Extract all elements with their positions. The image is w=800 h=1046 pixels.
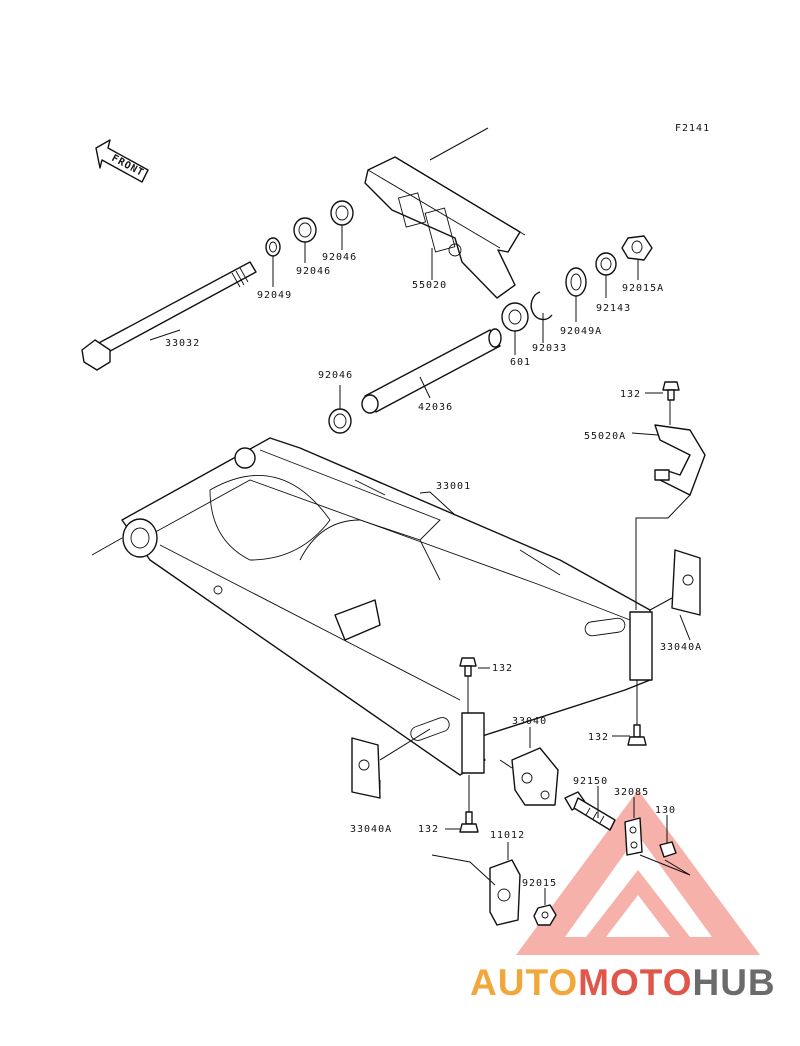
- bolt-132d: [459, 811, 479, 833]
- label-92046a: 92046: [296, 266, 331, 277]
- label-92049: 92049: [257, 290, 292, 301]
- bolt-132b: [459, 657, 477, 677]
- plate-32085: [624, 817, 643, 856]
- swingarm-33001: [121, 437, 653, 776]
- label-92033: 92033: [532, 343, 567, 354]
- circlip-92033: [530, 291, 553, 321]
- part-labels: 33032 92049 92046 92046 55020 601 92033 …: [165, 252, 702, 889]
- label-33032: 33032: [165, 338, 200, 349]
- seal-92049: [265, 237, 281, 257]
- label-92143: 92143: [596, 303, 631, 314]
- label-33001: 33001: [436, 481, 471, 492]
- label-32085: 32085: [614, 787, 649, 798]
- bolt-132a: [662, 381, 680, 401]
- cover-11012: [489, 859, 521, 926]
- front-arrow-icon: FRONT: [95, 139, 149, 183]
- nut-92015: [533, 904, 557, 926]
- label-92015: 92015: [522, 878, 557, 889]
- label-11012: 11012: [490, 830, 525, 841]
- guide-line: [91, 537, 123, 556]
- label-92049A: 92049A: [560, 326, 602, 337]
- bearing-92046a: [293, 217, 317, 243]
- bracket-55020A: [654, 424, 706, 496]
- block-33040: [511, 747, 559, 806]
- watermark-hub: HUB: [692, 962, 776, 1003]
- label-33040: 33040: [512, 716, 547, 727]
- label-132d: 132: [418, 824, 439, 835]
- bearing-92046b: [330, 200, 354, 226]
- pivot-shaft-33032: [81, 261, 257, 371]
- watermark-logo: AUTOMOTOHUB: [470, 962, 776, 1004]
- label-42036: 42036: [418, 402, 453, 413]
- nut-130: [659, 841, 677, 858]
- chain-guide-55020: [364, 156, 526, 299]
- plate-33040A-left: [351, 737, 381, 799]
- label-132b: 132: [492, 663, 513, 674]
- label-132c: 132: [588, 732, 609, 743]
- leader-lines: [149, 225, 691, 905]
- figure-code: F2141: [675, 123, 710, 134]
- watermark-moto: MOTO: [578, 962, 693, 1003]
- bearing-601: [501, 302, 529, 332]
- label-92046b: 92046: [322, 252, 357, 263]
- plate-33040A-right: [671, 549, 701, 616]
- label-55020: 55020: [412, 280, 447, 291]
- bolt-92150: [564, 791, 616, 831]
- collar-92143: [595, 252, 617, 276]
- label-132a: 132: [620, 389, 641, 400]
- guide-line: [429, 127, 489, 161]
- label-33040A-left: 33040A: [350, 824, 392, 835]
- sleeve-42036: [361, 328, 502, 414]
- bolt-132c: [627, 724, 647, 746]
- bearing-92046c: [328, 408, 352, 434]
- label-33040A-right: 33040A: [660, 642, 702, 653]
- label-92015A: 92015A: [622, 283, 664, 294]
- seal-92049A: [565, 267, 587, 297]
- label-130: 130: [655, 805, 676, 816]
- nut-92015A: [621, 235, 653, 261]
- watermark-auto: AUTO: [470, 962, 579, 1003]
- label-601: 601: [510, 357, 531, 368]
- watermark-triangle: [516, 790, 760, 955]
- label-92150: 92150: [573, 776, 608, 787]
- label-55020A: 55020A: [584, 431, 626, 442]
- label-92046c: 92046: [318, 370, 353, 381]
